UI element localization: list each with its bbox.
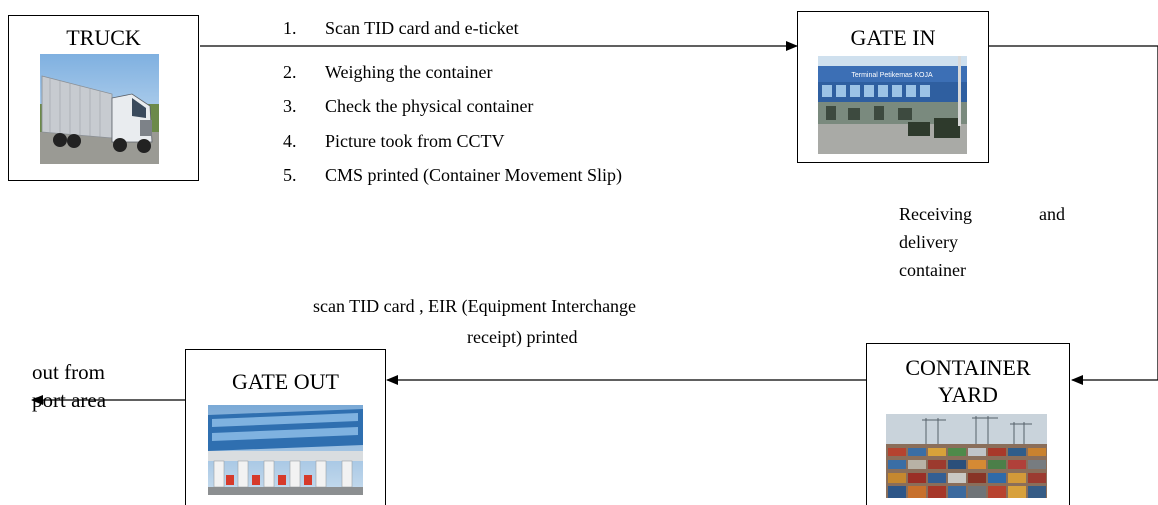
container-yard-node: CONTAINER YARD — [866, 343, 1070, 505]
gate-out-node: GATE OUT — [185, 349, 386, 505]
step-text: Picture took from CCTV — [325, 131, 505, 151]
step-number: 4. — [283, 131, 297, 151]
list-item: 5. CMS printed (Container Movement Slip) — [283, 165, 622, 185]
arrow-gate-in-to-yard — [989, 45, 1158, 385]
gate-in-sign-text: Terminal Petikemas KOJA — [851, 72, 933, 79]
step-number: 1. — [283, 18, 297, 38]
list-item: 1. Scan TID card and e-ticket — [283, 18, 519, 38]
gate-out-label-line1: scan TID card , EIR (Equipment Interchan… — [313, 296, 637, 316]
and-word: and — [1039, 204, 1065, 224]
gate-out-label-line2: receipt) printed — [467, 327, 578, 347]
list-item: 2. Weighing the container — [283, 62, 493, 82]
step-number: 5. — [283, 165, 297, 185]
container-yard-title-line2: YARD — [938, 382, 998, 407]
truck-photo — [40, 54, 159, 164]
exit-label-line2: port area — [32, 388, 107, 412]
truck-node: TRUCK — [8, 15, 199, 181]
exit-label-line1: out from — [32, 360, 105, 384]
step-text: Scan TID card and e-ticket — [325, 18, 519, 38]
step-number: 3. — [283, 96, 297, 116]
container-yard-title-line1: CONTAINER — [905, 355, 1031, 380]
step-text: Weighing the container — [325, 62, 493, 82]
gate-in-title: GATE IN — [850, 25, 936, 50]
step-text: Check the physical container — [325, 96, 534, 116]
container-yard-photo — [886, 414, 1047, 498]
step-text: CMS printed (Container Movement Slip) — [325, 165, 622, 185]
list-item: 3. Check the physical container — [283, 96, 533, 116]
gate-out-photo — [208, 405, 363, 495]
step-number: 2. — [283, 62, 297, 82]
receiving-word: Receiving — [899, 204, 972, 224]
list-item: 4. Picture took from CCTV — [283, 131, 504, 151]
delivery-word: delivery — [899, 232, 958, 252]
gate-in-node: GATE IN Terminal Petikemas KOJA — [797, 11, 989, 163]
gate-in-photo: Terminal Petikemas KOJA — [818, 56, 967, 154]
truck-title: TRUCK — [66, 25, 141, 50]
gate-out-title: GATE OUT — [232, 369, 339, 394]
container-word: container — [899, 260, 966, 280]
